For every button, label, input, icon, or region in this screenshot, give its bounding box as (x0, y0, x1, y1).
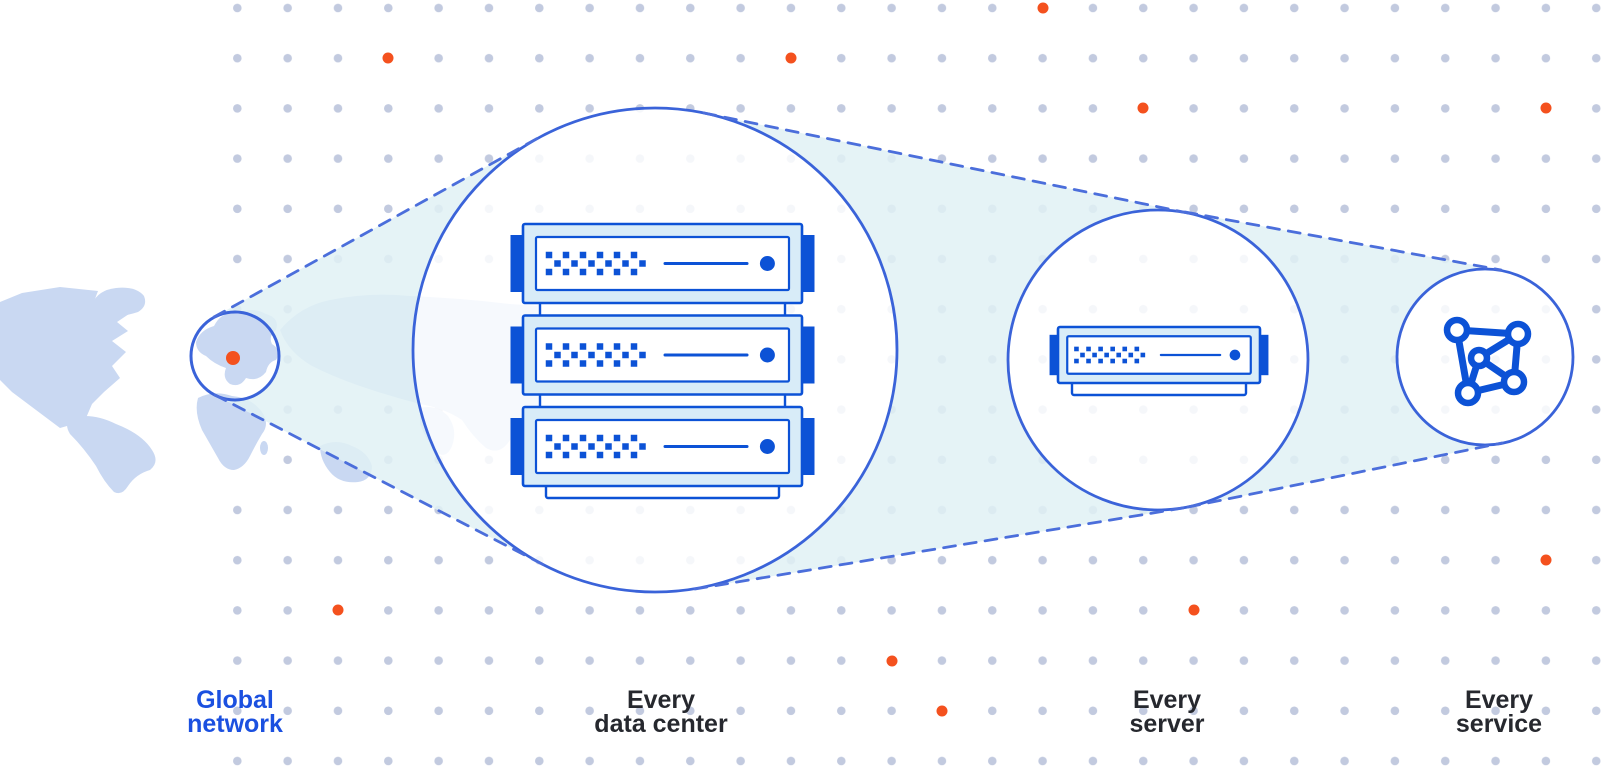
accent-dot (785, 52, 797, 64)
accent-dots (332, 2, 1552, 717)
accent-dot (1540, 102, 1552, 114)
accent-dot (1137, 102, 1149, 114)
network-mesh-icon (1443, 316, 1532, 407)
dash-bottom-mid (693, 506, 1185, 591)
beam-server-to-service (1185, 212, 1502, 507)
zoom-dash-lines (212, 111, 1504, 591)
map-south-america (67, 416, 156, 494)
label-line: service (1455, 710, 1543, 738)
zoom-circle-global (189, 310, 281, 402)
map-marker (226, 351, 240, 365)
label-every-server: Every server (1047, 686, 1287, 738)
label-line: Global (196, 686, 274, 714)
dash-top-mid (702, 111, 1190, 215)
label-line: Every (1132, 686, 1202, 714)
accent-dot (1188, 604, 1200, 616)
map-greenland (92, 287, 146, 317)
label-line: network (187, 710, 283, 738)
dash-bottom-left (213, 393, 546, 567)
label-line: Every (626, 686, 696, 714)
accent-dot (886, 655, 898, 667)
label-every-data-center: Every data center (541, 686, 781, 738)
dash-bottom-right (1186, 441, 1504, 509)
map-europe (196, 310, 279, 386)
accent-dot (332, 604, 344, 616)
label-line: data center (594, 710, 728, 738)
dash-top-right (1183, 210, 1503, 272)
accent-dot (1540, 554, 1552, 566)
dash-top-left (212, 136, 540, 319)
map-madagascar (260, 441, 268, 455)
beam-globe-to-datacenter (214, 138, 544, 565)
label-line: Every (1464, 686, 1534, 714)
label-global-network: Global network (115, 686, 355, 738)
server-icon (1049, 325, 1269, 397)
zoom-beams (214, 113, 1502, 589)
beam-datacenter-to-server (695, 113, 1188, 589)
accent-dot (382, 52, 394, 64)
map-africa (196, 393, 266, 470)
accent-dot (936, 705, 948, 717)
accent-dot (1037, 2, 1049, 14)
label-line: server (1129, 710, 1205, 738)
server-rack-icon (510, 222, 815, 500)
map-north-america (0, 287, 132, 436)
label-every-service: Every service (1379, 686, 1619, 738)
